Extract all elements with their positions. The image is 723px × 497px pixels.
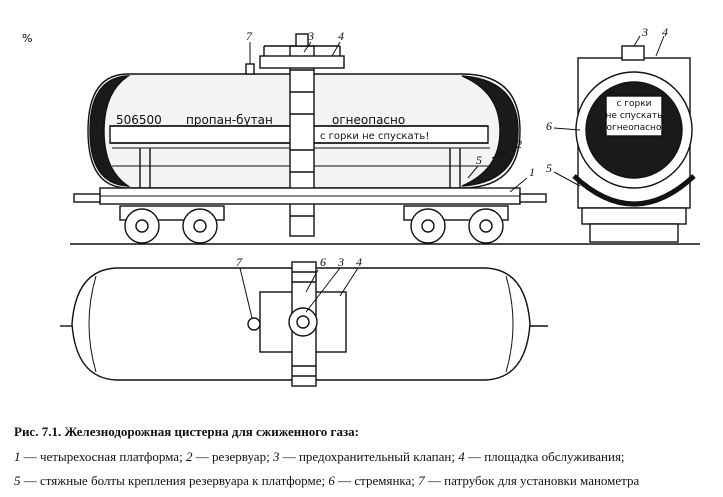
legend-num-4: 4: [458, 449, 465, 464]
service-platform: [259, 55, 345, 69]
figure-caption: Рис. 7.1. Железнодорожная цистерна для с…: [14, 424, 714, 497]
callout-side-5: 5: [476, 153, 482, 167]
callout-side-3: 3: [307, 29, 314, 43]
legend-num-2: 2: [185, 449, 193, 464]
legend-num-7: 7: [418, 473, 425, 488]
callout-end-3: 3: [641, 25, 648, 39]
caption-legend-line-2: 5 — стяжные болты крепления резервуара к…: [14, 473, 714, 489]
tank-car-drawing: %: [22, 25, 700, 387]
hazard-label: огнеопасно: [332, 113, 405, 127]
manometer-nozzle: [245, 63, 255, 75]
callout-top-6: 6: [320, 255, 326, 269]
legend-text-6: — стремянка;: [334, 473, 419, 488]
callout-side-7: 7: [246, 29, 253, 43]
callout-side-2: 2: [516, 137, 522, 151]
end-warning-line-2: не спускать: [606, 111, 663, 121]
legend-text-7: — патрубок для установки манометра: [424, 473, 640, 488]
callout-end-5: 5: [546, 161, 552, 175]
callout-top-7: 7: [236, 255, 243, 269]
top-manometer-nozzle: [247, 317, 261, 331]
end-warning-line-1: с горки: [616, 99, 651, 109]
callout-end-6: 6: [546, 119, 552, 133]
top-view-labels: 7 6 3 4: [236, 255, 362, 269]
legend-num-3: 3: [272, 449, 280, 464]
side-view-labels: 506500 пропан-бутан огнеопасно с горки н…: [116, 29, 535, 179]
legend-text-1: — четырехосная платформа;: [20, 449, 186, 464]
hump-warning: с горки не спускать!: [320, 131, 429, 142]
tank-end-left: [89, 75, 131, 187]
callout-side-1: 1: [529, 165, 535, 179]
legend-text-2: — резервуар;: [192, 449, 273, 464]
end-view: [553, 35, 700, 245]
safety-valve: [295, 33, 309, 47]
tank-number: 506500: [116, 113, 162, 127]
legend-text-3: — предохранительный клапан;: [279, 449, 459, 464]
legend-num-5: 5: [14, 473, 21, 488]
corner-mark: %: [22, 32, 32, 45]
end-warning-line-3: огнеопасно: [607, 123, 662, 133]
callout-top-3: 3: [337, 255, 344, 269]
cargo-label: пропан-бутан: [186, 113, 273, 127]
top-safety-valve: [288, 307, 318, 337]
callout-end-4: 4: [662, 25, 668, 39]
legend-text-4: — площадка обслуживания;: [464, 449, 625, 464]
ladder: [289, 45, 315, 237]
caption-legend-line-1: 1 — четырехосная платформа; 2 — резервуа…: [14, 449, 714, 465]
tank-end-right: [461, 75, 519, 187]
legend-text-5: — стяжные болты крепления резервуара к п…: [20, 473, 329, 488]
legend-num-6: 6: [328, 473, 335, 488]
side-view: [70, 33, 568, 245]
callout-side-4: 4: [338, 29, 344, 43]
callout-top-4: 4: [356, 255, 362, 269]
end-view-labels: с горки не спускать огнеопасно 3 4 6 5: [546, 25, 668, 175]
caption-title: Рис. 7.1. Железнодорожная цистерна для с…: [14, 424, 360, 439]
legend-num-1: 1: [14, 449, 21, 464]
top-view: [60, 261, 548, 387]
